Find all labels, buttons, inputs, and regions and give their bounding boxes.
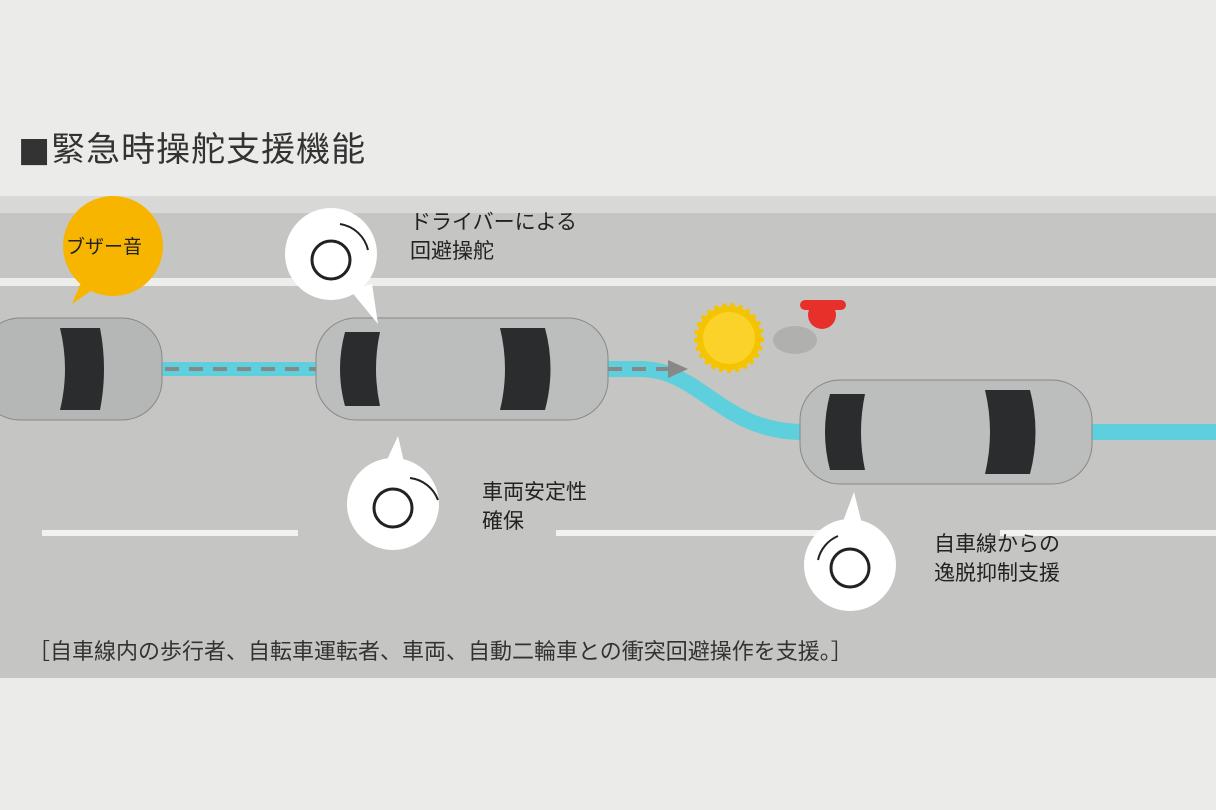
buzzer-label: ブザー音 [66,236,143,258]
label-line: 確保 [482,509,524,533]
lane-dash [42,530,298,536]
steering-bubble-2 [347,436,439,550]
stability-label: 車両安定性 確保 [482,478,587,536]
label-line: ドライバーによる [410,210,577,234]
lane-keep-label: 自車線からの 逸脱抑制支援 [934,530,1060,588]
sun-icon [694,303,764,373]
lane-dash [556,530,856,536]
buzzer-bubble [63,196,163,304]
road-edge [0,196,1216,213]
pedestrian-icon [773,300,846,354]
label-line: 車両安定性 [482,480,587,504]
page-title: ■緊急時操舵支援機能 [18,130,367,170]
arrow-head-icon [668,360,688,378]
driver-avoid-label: ドライバーによる 回避操舵 [410,208,577,266]
car-2 [315,317,609,421]
avoid-path [600,361,1216,440]
lane-dash [1000,530,1216,536]
steering-bubble-3 [804,492,896,611]
label-line: 回避操舵 [410,239,494,263]
car-1 [0,317,163,421]
label-line: 自車線からの [934,532,1060,556]
car-3 [799,379,1093,485]
steering-bubble-1 [285,208,378,324]
caption: ［自車線内の歩行者、自転車運転者、車両、自動二輪車との衝突回避操作を支援。］ [28,640,853,665]
label-line: 逸脱抑制支援 [934,561,1060,585]
lane-line-top [0,278,1216,286]
